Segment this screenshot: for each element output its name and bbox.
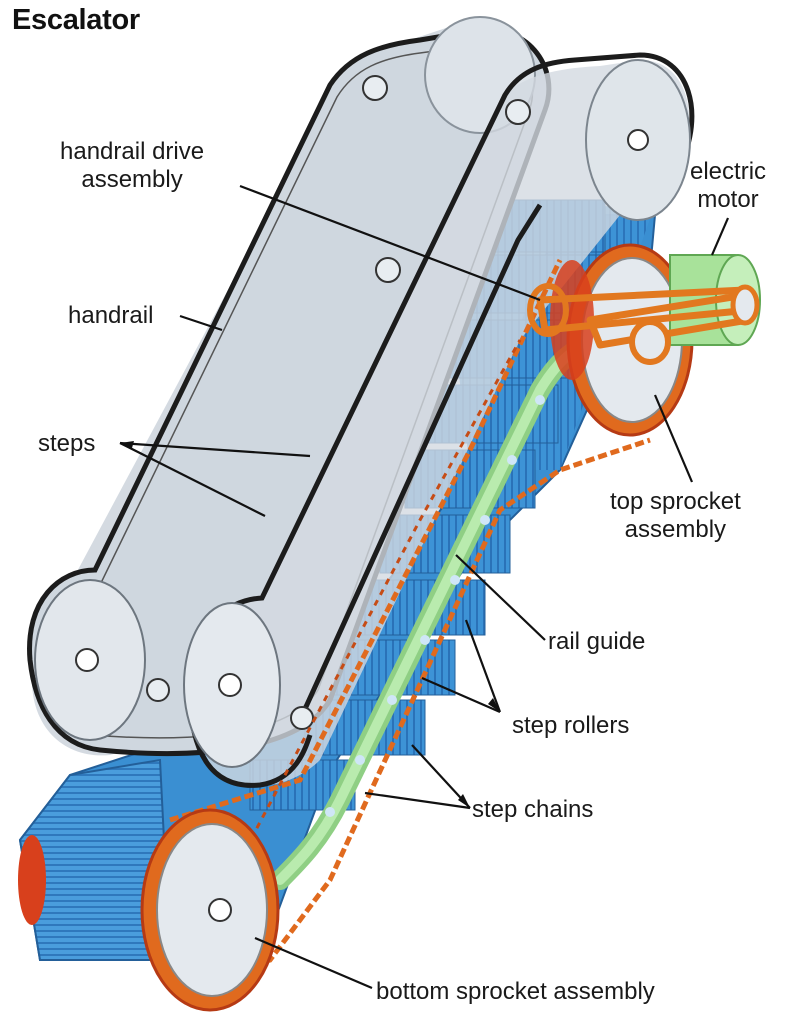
label-handrail-drive-assembly: handrail drive assembly <box>60 138 204 194</box>
label-top-sprocket-assembly: top sprocket assembly <box>610 488 741 544</box>
leader-handrail <box>179 314 223 332</box>
leader-electric-motor <box>710 217 730 256</box>
diagram-title: Escalator <box>12 4 140 36</box>
leader-lines <box>119 184 730 990</box>
right-handrail-panel <box>183 52 695 788</box>
leader-top-sprocket <box>653 394 694 483</box>
label-electric-motor-line2: motor <box>697 186 759 213</box>
label-top-sprocket-line2: assembly <box>624 516 727 543</box>
leader-steps-2 <box>119 442 266 517</box>
bottom-sprocket-assembly <box>18 808 280 1012</box>
handrail-drive-assembly <box>527 283 760 365</box>
label-steps: steps <box>38 430 96 457</box>
step-rollers <box>325 395 545 817</box>
label-top-sprocket-line1: top sprocket <box>610 488 741 515</box>
label-step-rollers: step rollers <box>512 712 630 739</box>
label-step-chains: step chains <box>472 796 594 823</box>
leader-arrowheads <box>120 441 500 808</box>
left-handrail-panel <box>27 16 552 756</box>
leader-steps-1 <box>119 441 311 458</box>
leader-handrail-drive <box>239 184 541 302</box>
leader-rail-guide <box>455 554 546 641</box>
label-bottom-sprocket-assembly: bottom sprocket assembly <box>376 978 655 1005</box>
label-handrail-drive-line1: handrail drive <box>60 138 205 165</box>
leader-step-chains-2 <box>364 791 471 810</box>
leader-step-rollers-1 <box>464 619 502 713</box>
label-handrail-drive-line2: assembly <box>81 166 183 193</box>
label-handrail: handrail <box>68 302 154 329</box>
leader-bottom-sprocket <box>254 936 373 990</box>
label-rail-guide: rail guide <box>548 628 646 655</box>
label-electric-motor: electric motor <box>690 158 766 214</box>
leader-step-rollers-2 <box>421 676 501 714</box>
label-electric-motor-line1: electric <box>690 158 767 185</box>
